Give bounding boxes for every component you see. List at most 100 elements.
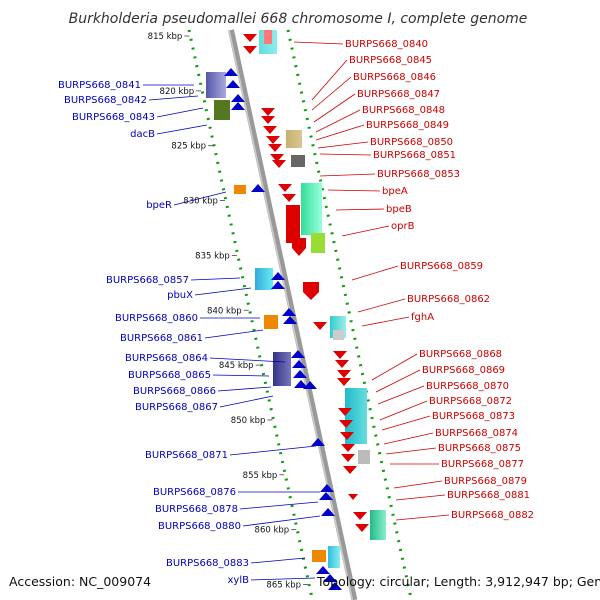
reverse-gene-arrow xyxy=(243,34,257,42)
gene-label-burps668-0861[interactable]: BURPS668_0861 xyxy=(120,333,203,344)
gene-label-burps668-0846[interactable]: BURPS668_0846 xyxy=(353,72,436,83)
forward-gene-arrow xyxy=(271,281,285,289)
gene-label-burps668-0881[interactable]: BURPS668_0881 xyxy=(447,490,530,501)
gene-label-burps668-0865[interactable]: BURPS668_0865 xyxy=(128,370,211,381)
gene-label-bpeb[interactable]: bpeB xyxy=(386,204,412,215)
accession-text: Accession: NC_009074 xyxy=(9,574,151,589)
reverse-gene-arrow xyxy=(341,454,355,462)
gene-label-burps668-0864[interactable]: BURPS668_0864 xyxy=(125,353,208,364)
map-title: Burkholderia pseudomallei 668 chromosome… xyxy=(69,11,528,27)
reverse-gene-arrow xyxy=(282,194,296,202)
gene-block xyxy=(333,330,344,340)
gene-label-burps668-0875[interactable]: BURPS668_0875 xyxy=(438,443,521,454)
gene-label-burps668-0878[interactable]: BURPS668_0878 xyxy=(155,504,238,515)
kbp-tick-label: 820 kbp xyxy=(160,87,195,97)
leader-line-right xyxy=(377,385,425,405)
gene-label-dacb[interactable]: dacB xyxy=(130,129,155,140)
leader-line-right xyxy=(357,298,406,313)
gene-label-burps668-0867[interactable]: BURPS668_0867 xyxy=(135,402,218,413)
gene-label-burps668-0869[interactable]: BURPS668_0869 xyxy=(422,365,505,376)
gene-label-burps668-0847[interactable]: BURPS668_0847 xyxy=(357,89,440,100)
gene-label-burps668-0850[interactable]: BURPS668_0850 xyxy=(370,137,453,148)
leader-line-left xyxy=(209,357,286,363)
gene-label-burps668-0874[interactable]: BURPS668_0874 xyxy=(435,428,518,439)
reverse-gene-arrow xyxy=(261,116,275,124)
leader-line-left xyxy=(190,277,241,281)
gene-label-burps668-0870[interactable]: BURPS668_0870 xyxy=(426,381,509,392)
gene-label-xylb[interactable]: xylB xyxy=(228,575,250,586)
reverse-gene-arrow xyxy=(339,420,353,428)
forward-gene-arrow xyxy=(291,350,305,358)
leader-line-left xyxy=(156,124,208,135)
gene-labels[interactable]: BURPS668_0841BURPS668_0842BURPS668_0843d… xyxy=(58,39,534,586)
kbp-tick-label: 840 kbp xyxy=(207,306,242,316)
gene-label-bpea[interactable]: bpeA xyxy=(382,186,408,197)
reverse-gene-arrow xyxy=(335,360,349,368)
leader-line-right xyxy=(351,265,399,281)
leader-line-right xyxy=(327,189,381,192)
gene-label-burps668-0862[interactable]: BURPS668_0862 xyxy=(407,294,490,305)
forward-gene-arrow xyxy=(294,380,308,388)
leader-line-right xyxy=(383,432,434,445)
gene-label-burps668-0843[interactable]: BURPS668_0843 xyxy=(72,112,155,123)
forward-gene-arrow xyxy=(328,582,342,590)
gene-label-burps668-0853[interactable]: BURPS668_0853 xyxy=(377,169,460,180)
gene-block xyxy=(273,352,291,386)
gene-label-burps668-0840[interactable]: BURPS668_0840 xyxy=(345,39,428,50)
gene-label-burps668-0880[interactable]: BURPS668_0880 xyxy=(158,521,241,532)
gene-label-oprb[interactable]: oprB xyxy=(391,221,415,232)
leader-line-right xyxy=(313,93,356,123)
kbp-tick-label: 845 kbp xyxy=(219,361,254,371)
gene-block xyxy=(312,550,326,562)
gene-label-burps668-0877[interactable]: BURPS668_0877 xyxy=(441,459,524,470)
forward-gene-arrow xyxy=(283,316,297,324)
gene-block xyxy=(370,510,386,540)
reverse-gene-arrow xyxy=(337,378,351,386)
gene-block xyxy=(255,268,273,290)
reverse-gene-arrow xyxy=(338,408,352,416)
forward-gene-arrow xyxy=(320,484,334,492)
kbp-tick-label: 830 kbp xyxy=(183,197,218,207)
leader-line-right xyxy=(311,76,352,111)
gene-label-burps668-0879[interactable]: BURPS668_0879 xyxy=(444,476,527,487)
forward-gene-arrow xyxy=(311,438,325,446)
gene-features xyxy=(206,30,386,590)
gene-label-burps668-0871[interactable]: BURPS668_0871 xyxy=(145,450,228,461)
gene-label-fgha[interactable]: fghA xyxy=(411,312,434,323)
reverse-gene-arrow xyxy=(353,512,367,520)
gene-label-burps668-0849[interactable]: BURPS668_0849 xyxy=(366,120,449,131)
gene-label-burps668-0860[interactable]: BURPS668_0860 xyxy=(115,313,198,324)
kbp-tick-label: 825 kbp xyxy=(171,142,206,152)
leader-line-right xyxy=(315,109,361,133)
leader-line-right xyxy=(311,59,348,101)
forward-gene-arrow xyxy=(292,360,306,368)
reverse-gene-arrow xyxy=(266,136,280,144)
gene-label-burps668-0868[interactable]: BURPS668_0868 xyxy=(419,349,502,360)
gene-label-burps668-0876[interactable]: BURPS668_0876 xyxy=(153,487,236,498)
gene-label-burps668-0873[interactable]: BURPS668_0873 xyxy=(432,411,515,422)
forward-gene-arrow xyxy=(231,102,245,110)
reverse-gene-arrow xyxy=(313,322,327,330)
leader-line-left xyxy=(239,501,319,510)
reverse-gene-arrow xyxy=(272,160,286,168)
reverse-gene-arrow xyxy=(268,144,282,152)
gene-label-burps668-0851[interactable]: BURPS668_0851 xyxy=(373,150,456,161)
forward-gene-arrow xyxy=(319,492,333,500)
leader-line-right xyxy=(317,141,369,149)
gene-label-burps668-0841[interactable]: BURPS668_0841 xyxy=(58,80,141,91)
forward-gene-arrow xyxy=(282,308,296,316)
gene-label-burps668-0857[interactable]: BURPS668_0857 xyxy=(106,275,189,286)
gene-label-pbux[interactable]: pbuX xyxy=(167,290,193,301)
gene-label-burps668-0883[interactable]: BURPS668_0883 xyxy=(166,558,249,569)
leader-line-right xyxy=(319,153,372,156)
kbp-tick-label: 815 kbp xyxy=(148,32,183,42)
gene-label-burps668-0859[interactable]: BURPS668_0859 xyxy=(400,261,483,272)
gene-label-bper[interactable]: bpeR xyxy=(146,200,172,211)
gene-label-burps668-0848[interactable]: BURPS668_0848 xyxy=(362,105,445,116)
gene-label-burps668-0845[interactable]: BURPS668_0845 xyxy=(349,55,432,66)
gene-label-burps668-0842[interactable]: BURPS668_0842 xyxy=(64,95,147,106)
gene-label-burps668-0872[interactable]: BURPS668_0872 xyxy=(429,396,512,407)
gene-label-burps668-0866[interactable]: BURPS668_0866 xyxy=(133,386,216,397)
gene-label-burps668-0882[interactable]: BURPS668_0882 xyxy=(451,510,534,521)
gene-block xyxy=(311,233,325,253)
